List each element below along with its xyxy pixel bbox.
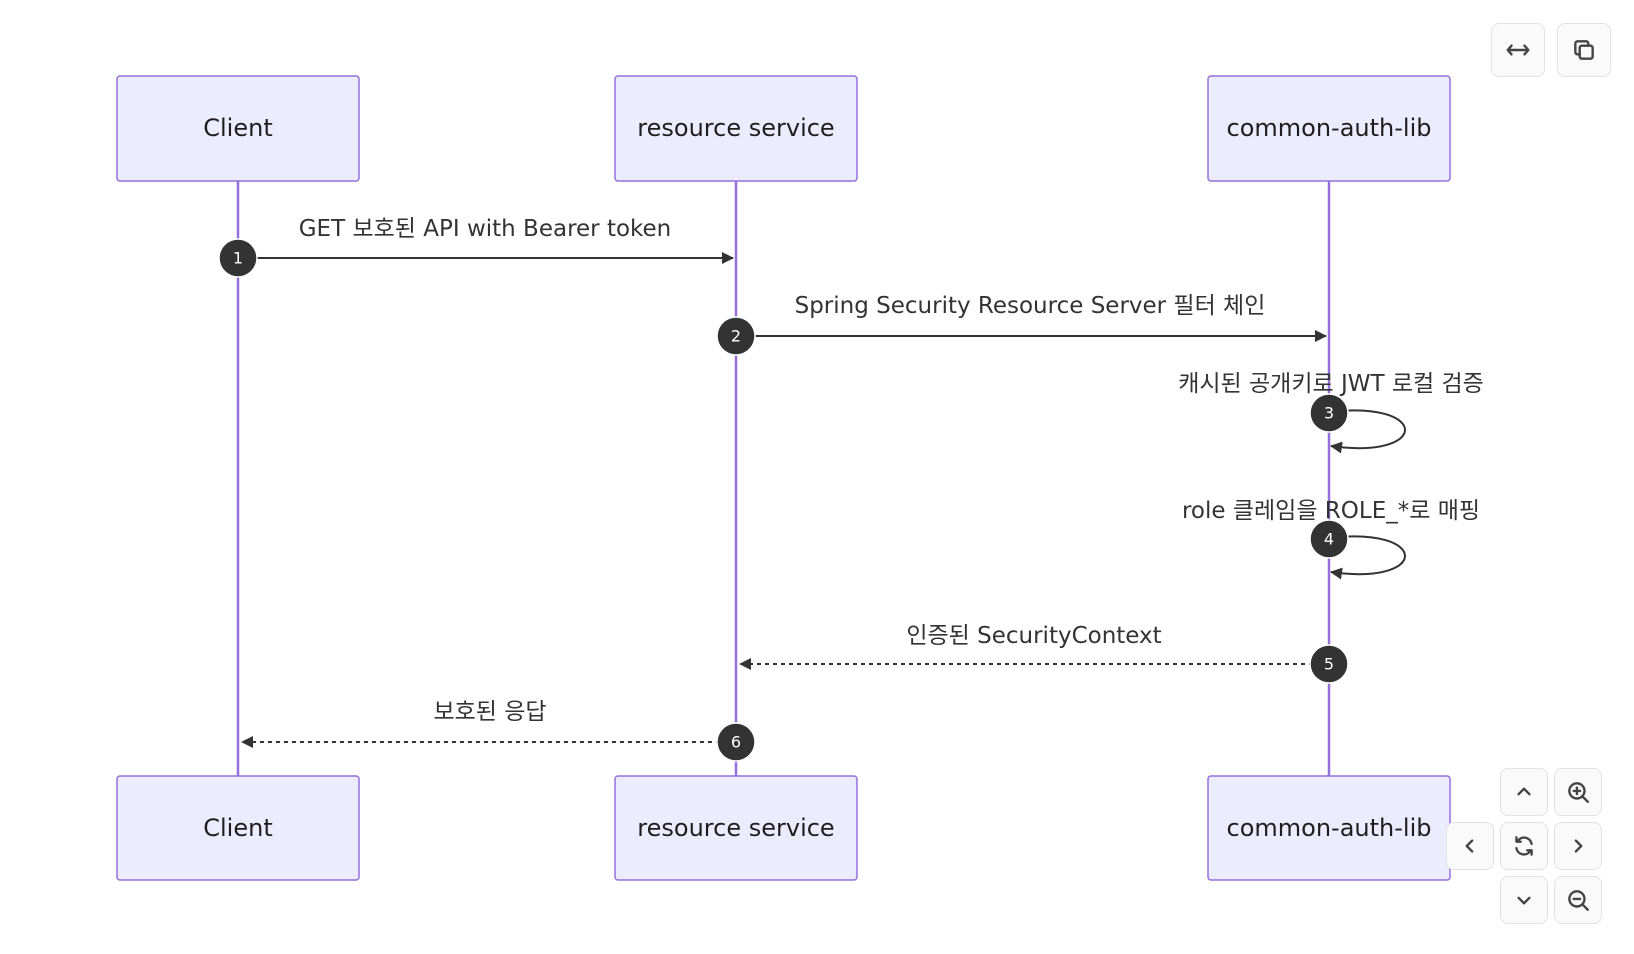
copy-icon <box>1574 40 1594 60</box>
sequence-badge <box>1309 519 1349 559</box>
message-label: Spring Security Resource Server 필터 체인 <box>795 293 1266 319</box>
actor-label: resource service <box>637 814 834 842</box>
expand-width-button[interactable] <box>1491 23 1545 77</box>
message-label: 캐시된 공개키로 JWT 로컬 검증 <box>1178 371 1484 397</box>
sequence-number: 3 <box>1324 404 1334 423</box>
message-label: 보호된 응답 <box>433 699 546 725</box>
actor-label: resource service <box>637 114 834 142</box>
pan-left-button[interactable] <box>1446 822 1494 870</box>
sequence-number: 1 <box>233 249 243 268</box>
actor-label: common-auth-lib <box>1227 814 1432 842</box>
copy-button[interactable] <box>1557 23 1611 77</box>
sequence-badge <box>1309 644 1349 684</box>
message-5: 인증된 SecurityContext 5 <box>739 623 1349 684</box>
actor-bottom-client: Client <box>116 775 360 881</box>
sequence-badge <box>1309 393 1349 433</box>
pan-right-button[interactable] <box>1554 822 1602 870</box>
sequence-number: 2 <box>731 327 741 346</box>
actor-bottom-common-auth-lib: common-auth-lib <box>1207 775 1451 881</box>
actor-bottom-resource-service: resource service <box>614 775 858 881</box>
actor-top-client: Client <box>116 75 360 182</box>
zoom-out-icon <box>1568 890 1589 911</box>
horizontal-arrows-icon <box>1506 44 1530 56</box>
zoom-out-button[interactable] <box>1554 876 1602 924</box>
actor-top-resource-service: resource service <box>614 75 858 182</box>
message-4: role 클레임을 ROLE_*로 매핑 4 <box>1182 498 1480 580</box>
message-1: GET 보호된 API with Bearer token 1 <box>218 216 734 278</box>
chevron-left-icon <box>1465 839 1474 853</box>
message-2: Spring Security Resource Server 필터 체인 2 <box>716 293 1327 356</box>
actor-top-common-auth-lib: common-auth-lib <box>1207 75 1451 182</box>
sequence-number: 4 <box>1324 530 1334 549</box>
sequence-badge <box>218 238 258 278</box>
sequence-badge <box>716 722 756 762</box>
message-label: GET 보호된 API with Bearer token <box>299 216 672 242</box>
pan-up-button[interactable] <box>1500 768 1548 816</box>
message-6: 보호된 응답 6 <box>241 699 756 762</box>
actor-label: Client <box>203 814 272 842</box>
sequence-badge <box>716 316 756 356</box>
pan-down-button[interactable] <box>1500 876 1548 924</box>
chevron-up-icon <box>1517 787 1531 796</box>
zoom-in-icon <box>1568 782 1589 803</box>
reset-view-button[interactable] <box>1500 822 1548 870</box>
message-label: 인증된 SecurityContext <box>906 623 1161 649</box>
chevron-right-icon <box>1574 839 1583 853</box>
sequence-number: 5 <box>1324 655 1334 674</box>
refresh-icon <box>1515 836 1533 856</box>
message-3: 캐시된 공개키로 JWT 로컬 검증 3 <box>1178 371 1484 454</box>
actor-label: common-auth-lib <box>1227 114 1432 142</box>
sequence-number: 6 <box>731 733 741 752</box>
chevron-down-icon <box>1517 896 1531 905</box>
actor-label: Client <box>203 114 272 142</box>
zoom-in-button[interactable] <box>1554 768 1602 816</box>
